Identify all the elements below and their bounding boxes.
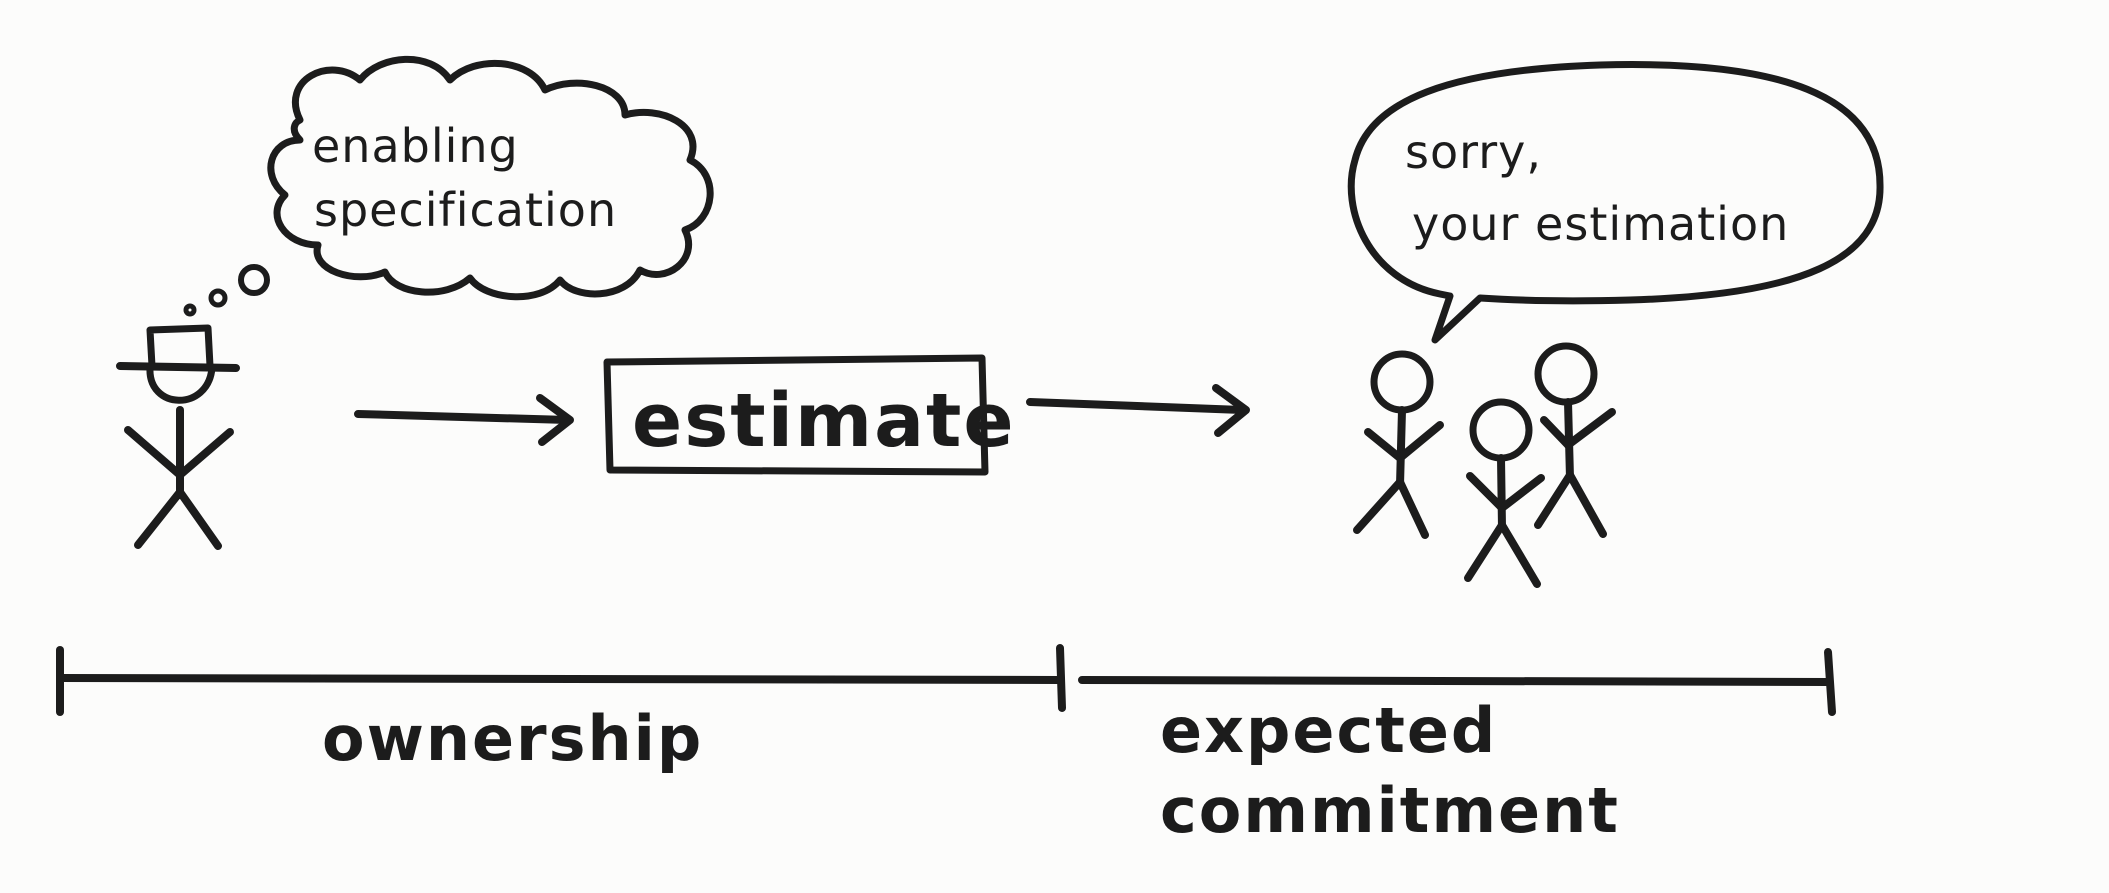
expected-label: expected [1160, 694, 1497, 767]
arrow-to-estimate [354, 394, 574, 446]
thought-dot-medium [208, 288, 228, 308]
thought-dot-small [183, 303, 197, 317]
estimate-box: estimate [603, 354, 1016, 476]
thought-line-1: enabling [312, 119, 519, 173]
speech-bubble: sorry, your estimation [1347, 61, 1884, 344]
stick-figure-group [1353, 342, 1616, 588]
timeline-ownership-segment [56, 674, 1064, 684]
arrow-to-group [1026, 384, 1250, 437]
commitment-label: commitment [1160, 774, 1620, 847]
stick-figure-3 [1534, 342, 1616, 538]
thought-dot-large [238, 264, 270, 296]
timeline-mid-tick [1056, 644, 1066, 712]
stick-figure-1 [1353, 350, 1444, 539]
timeline-commitment-segment [1078, 676, 1832, 686]
stick-figure-hat [116, 324, 240, 550]
stick-figure-2 [1464, 398, 1545, 588]
timeline: ownership expected commitment [56, 644, 1836, 847]
timeline-end-tick [1824, 648, 1836, 716]
speech-line-1: sorry, [1405, 125, 1542, 179]
speech-line-2: your estimation [1412, 197, 1789, 251]
ownership-label: ownership [322, 702, 703, 775]
thought-line-2: specification [314, 183, 617, 237]
estimate-label: estimate [632, 378, 1016, 464]
thought-bubble: enabling specification [183, 55, 714, 317]
